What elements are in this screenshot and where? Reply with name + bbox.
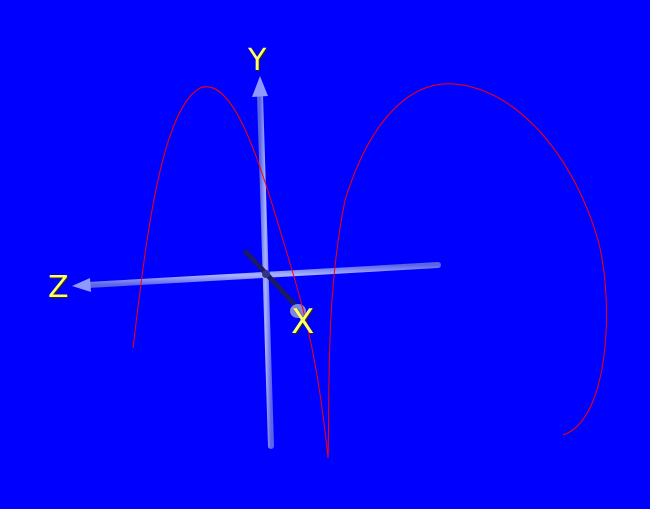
y-axis-label: Y: [248, 43, 267, 78]
z-axis: [72, 262, 441, 292]
y-axis-arrowhead: [252, 76, 268, 97]
x-axis-shaft: [243, 249, 301, 311]
z-axis-label: Z: [48, 270, 69, 305]
z-axis-arrowhead: [72, 278, 91, 292]
parametric-curve: [132, 83, 607, 459]
origin-marker: [262, 270, 270, 278]
x-axis-label: X: [291, 302, 315, 342]
